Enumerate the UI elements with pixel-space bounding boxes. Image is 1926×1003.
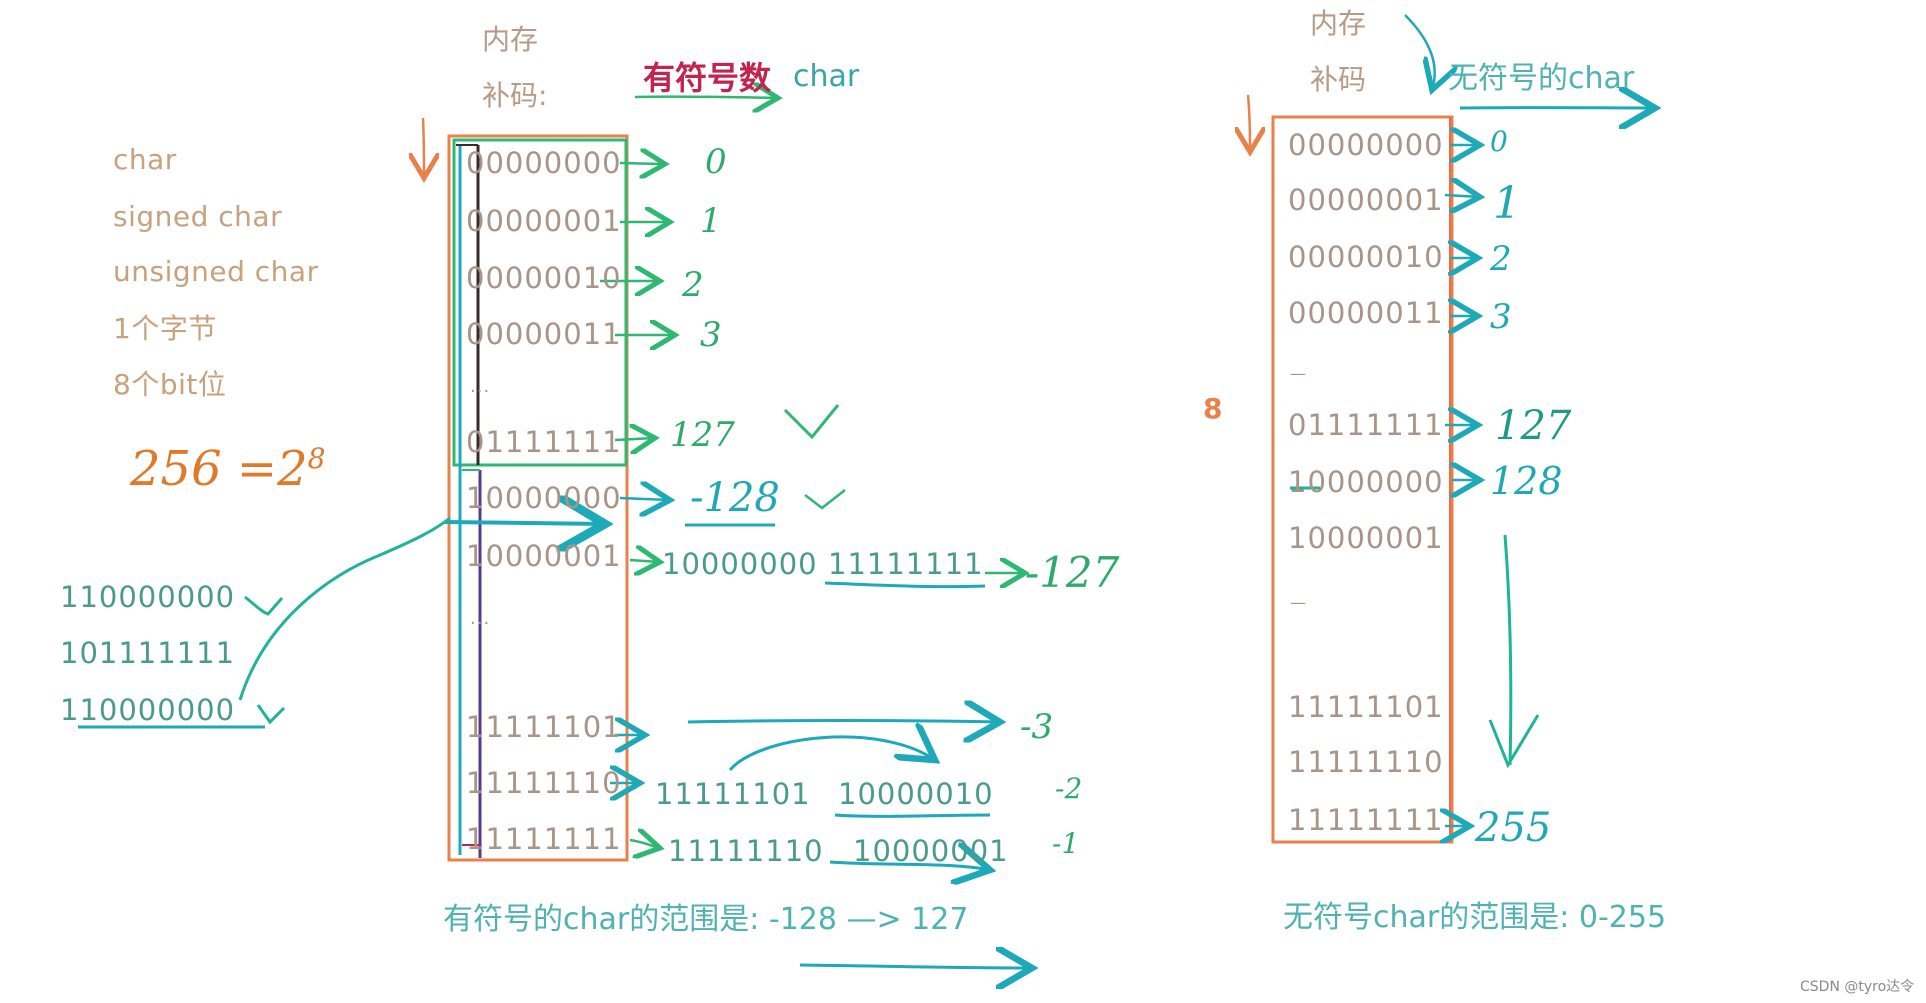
header-complement: 补码: [482, 79, 548, 112]
formula-256: 256 =28 [130, 442, 326, 494]
work-127-a: 10000000 [662, 547, 818, 581]
signed-row-bits: 11111110 [466, 766, 622, 800]
signed-row-bits: 10000000 [466, 481, 622, 515]
watermark: CSDN @tyro达令 [1800, 979, 1915, 995]
unsigned-row-bits: 00000010 [1288, 240, 1444, 274]
signed-value: 0 [705, 142, 727, 182]
signed-row-arrows [600, 163, 675, 848]
unsigned-row-arrows [1445, 145, 1480, 826]
formula-base: 256 =2 [130, 441, 308, 497]
signed-value: 127 [670, 415, 735, 455]
signed-row-bits: 11111101 [466, 710, 622, 744]
signed-row-ellipsis: ... [470, 608, 491, 629]
unsigned-value: 255 [1475, 805, 1552, 851]
signed-row-bits: 11111111 [466, 822, 622, 856]
unsigned-row-bits: 10000001 [1288, 521, 1444, 555]
check-icon [244, 595, 284, 616]
label-unsigned-char: unsigned char [113, 255, 319, 288]
arrowhead-icon [1488, 714, 1540, 769]
range-arrow-icon [799, 965, 1032, 968]
header-memory: 内存 [1310, 7, 1367, 40]
signed-row-bits: 00000000 [466, 146, 622, 180]
unsigned-row-bits: 01111111 [1288, 408, 1444, 442]
unsigned-row-bits: 11111101 [1288, 690, 1444, 724]
unsigned-value: 3 [1490, 297, 1512, 337]
work-2-a: 11111101 [655, 777, 811, 811]
unsigned-row-bits: 11111111 [1288, 803, 1444, 837]
signed-row-bits: 01111111 [466, 425, 622, 459]
unsigned-range-text: 无符号char的范围是: 0-255 [1283, 900, 1667, 935]
unsigned-value: 128 [1490, 459, 1563, 503]
check-icon-small [804, 489, 846, 510]
signed-row-ellipsis: ... [470, 376, 491, 397]
overflow-line-1: 110000000 [60, 580, 236, 614]
title-underline-arrow-icon [634, 97, 778, 98]
side-mark: 8 [1203, 392, 1223, 425]
unsigned-row-ellipsis: — [1290, 593, 1307, 612]
label-char: char [113, 143, 177, 176]
unsigned-row-bits: 00000011 [1288, 296, 1444, 330]
unsigned-value: 2 [1490, 239, 1512, 279]
header-memory: 内存 [482, 23, 539, 56]
header-complement: 补码 [1310, 63, 1367, 96]
unsigned-title: 无符号的char [1448, 61, 1635, 96]
underline-arrow [829, 862, 990, 870]
work-1-b: 10000001 [853, 834, 1009, 868]
unsigned-row-bits: 10000000 [1288, 465, 1444, 499]
unsigned-value: 127 [1495, 403, 1572, 449]
signed-value: 1 [700, 201, 722, 241]
overflow-line-3: 110000000 [60, 693, 236, 727]
down-arrow-icon [1404, 14, 1435, 90]
label-one-byte: 1个字节 [113, 312, 217, 345]
signed-row-bits: 00000010 [466, 261, 622, 295]
unsigned-row-bits: 00000001 [1288, 183, 1444, 217]
down-arrow-icon [1248, 94, 1250, 152]
signed-range-text: 有符号的char的范围是: -128 —> 127 [443, 902, 969, 937]
long-down-arrow-icon [1503, 534, 1513, 766]
unsigned-value: 1 [1493, 178, 1521, 229]
signed-value: 2 [682, 265, 704, 305]
label-signed-char: signed char [113, 200, 283, 233]
work-1-a: 11111110 [668, 834, 824, 868]
inner-blue-arrow-icon [444, 522, 605, 524]
signed-value: -127 [1025, 548, 1120, 597]
overflow-curve-arrow [238, 516, 451, 701]
signed-value: -1 [1052, 827, 1080, 860]
signed-row-bits: 00000011 [466, 317, 622, 351]
signed-value: -2 [1055, 772, 1083, 805]
unsigned-row-ellipsis: — [1290, 364, 1307, 383]
signed-row-bits: 10000001 [466, 539, 622, 573]
check-icon [256, 704, 286, 725]
unsigned-value: 0 [1490, 125, 1508, 158]
work-2-b: 10000010 [838, 777, 994, 811]
label-eight-bits: 8个bit位 [113, 368, 227, 401]
formula-exponent: 8 [307, 442, 326, 475]
underline [824, 581, 986, 589]
signed-value: -128 [690, 475, 780, 521]
unsigned-row-bits: 00000000 [1288, 128, 1444, 162]
underline [834, 813, 991, 818]
signed-value: -3 [1020, 707, 1054, 747]
signed-row-bits: 00000001 [466, 204, 622, 238]
down-arrow-icon [423, 117, 424, 178]
check-icon [783, 404, 840, 440]
curved-arrow-icon [728, 737, 935, 771]
long-arrow-icon [687, 721, 1000, 723]
unsigned-row-bits: 11111110 [1288, 745, 1444, 779]
work-127-b: 11111111 [828, 547, 984, 581]
overflow-line-2: 101111111 [60, 636, 236, 670]
signed-value: 3 [700, 315, 722, 355]
signed-title: 有符号数 [643, 59, 772, 97]
signed-title-type: char [793, 59, 860, 94]
